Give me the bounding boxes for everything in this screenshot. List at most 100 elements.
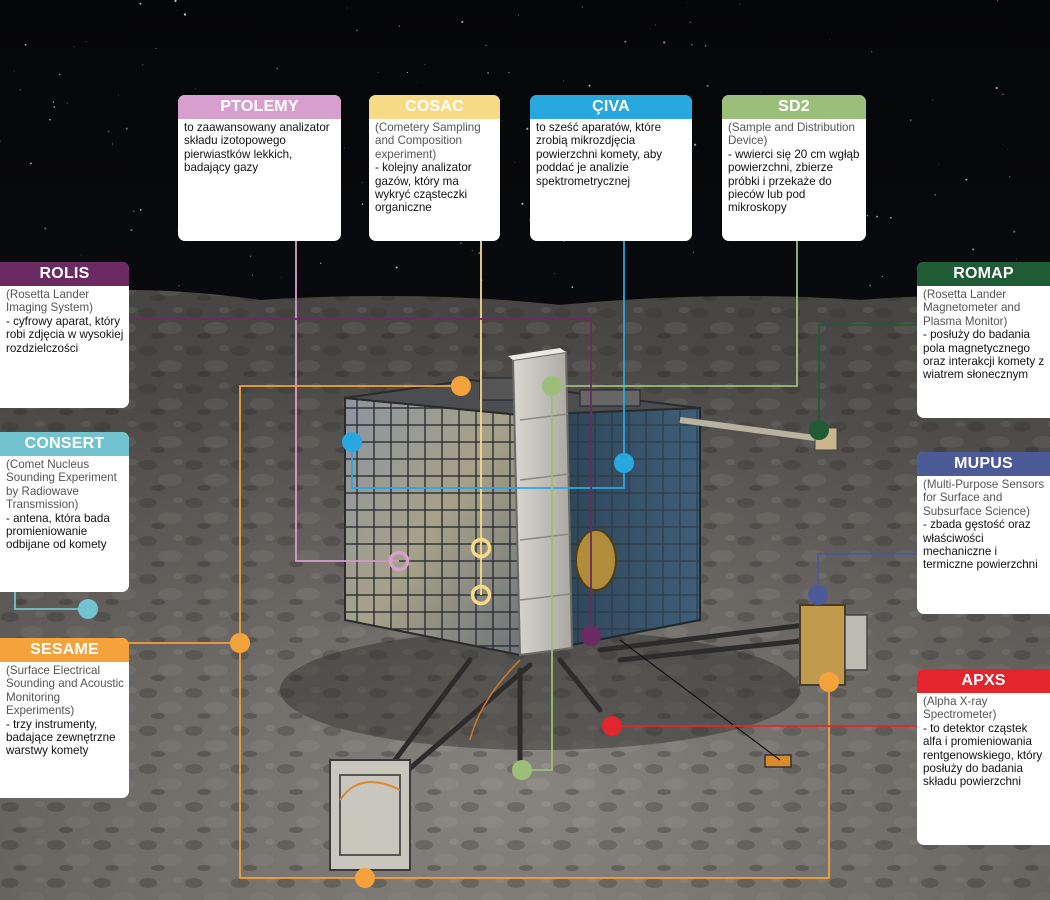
star — [471, 249, 474, 252]
civa-label: ÇIVA to sześć aparatów, które zrobią mik… — [530, 95, 692, 241]
star — [689, 21, 692, 23]
star — [932, 99, 934, 101]
sd2-label: SD2 (Sample and Distribution Device) - w… — [722, 95, 866, 241]
star — [44, 227, 47, 230]
sd2-fullname: (Sample and Distribution Device) — [728, 121, 855, 148]
star — [1007, 148, 1008, 150]
star — [485, 44, 487, 47]
star — [249, 255, 252, 258]
star — [934, 194, 936, 196]
star — [871, 51, 873, 53]
star — [461, 20, 464, 24]
star — [508, 72, 510, 74]
star — [49, 118, 51, 121]
star — [142, 64, 144, 66]
cosac-title: COSAC — [369, 95, 500, 119]
rolis-label: ROLIS (Rosetta Lander Imaging System) - … — [0, 262, 129, 408]
star — [424, 64, 426, 66]
sesame-leader-line-b — [239, 643, 830, 879]
star — [29, 162, 32, 165]
star — [361, 203, 364, 205]
star — [571, 286, 574, 288]
romap-title: ROMAP — [917, 262, 1050, 286]
star — [178, 285, 180, 287]
star — [117, 94, 119, 96]
mupus-marker — [808, 585, 828, 605]
star — [526, 127, 529, 130]
star — [58, 73, 61, 76]
rolis-description: - cyfrowy aparat, który robi zdjęcia w w… — [6, 314, 124, 355]
star — [693, 143, 697, 146]
star — [829, 39, 831, 41]
star — [251, 274, 254, 276]
star — [13, 70, 15, 72]
star — [518, 14, 520, 16]
sesame-marker-bottom — [355, 868, 375, 888]
star — [881, 275, 883, 278]
ptolemy-label: PTOLEMY to zaawansowany analizator skład… — [178, 95, 341, 241]
apxs-label: APXS (Alpha X-ray Spectrometer) - to det… — [917, 669, 1050, 845]
star — [132, 210, 135, 213]
star — [80, 255, 82, 256]
star — [183, 13, 187, 16]
star — [760, 92, 762, 94]
star — [650, 28, 651, 30]
star — [195, 87, 197, 89]
star — [972, 248, 975, 251]
lander — [329, 348, 868, 871]
star — [514, 162, 516, 164]
apxs-description: - to detektor cząstek alfa i promieniowa… — [923, 721, 1043, 789]
star — [1009, 176, 1011, 178]
mupus-description: - zbada gęstość oraz właściwości mechani… — [923, 518, 1038, 572]
consert-title: CONSERT — [0, 432, 129, 456]
star — [478, 252, 480, 254]
sesame-marker-left — [230, 633, 250, 653]
ptolemy-title: PTOLEMY — [178, 95, 341, 119]
star — [174, 0, 177, 2]
apxs-marker — [602, 716, 622, 736]
star — [343, 147, 345, 149]
rolis-fullname: (Rosetta Lander Imaging System) — [6, 288, 93, 315]
star — [125, 127, 128, 130]
consert-label: CONSERT (Comet Nucleus Sounding Experime… — [0, 432, 129, 592]
cosac-marker-2 — [470, 584, 492, 606]
romap-description: - posłuży do badania pola magnetycznego … — [923, 328, 1045, 382]
romap-leader-line — [818, 324, 917, 430]
star — [1015, 258, 1018, 260]
star — [460, 242, 462, 244]
star — [130, 228, 133, 232]
sesame-marker-right — [819, 672, 839, 692]
star — [690, 43, 693, 46]
sesame-description: - trzy instrumenty, badające zewnętrzne … — [6, 717, 116, 758]
star — [704, 45, 707, 47]
mupus-title: MUPUS — [917, 452, 1050, 476]
star — [554, 273, 555, 274]
star — [563, 80, 565, 82]
star — [276, 67, 279, 70]
ptolemy-leader-line — [295, 240, 399, 562]
star — [176, 10, 178, 12]
civa-title: ÇIVA — [530, 95, 692, 119]
cosac-marker-1 — [470, 537, 492, 559]
consert-leader-line — [14, 592, 88, 610]
civa-leader-line — [351, 240, 625, 489]
star — [739, 3, 741, 5]
romap-marker — [809, 420, 829, 440]
star — [996, 0, 999, 2]
star — [965, 178, 968, 181]
ptolemy-marker — [388, 550, 410, 572]
star — [398, 25, 400, 27]
star — [654, 24, 656, 26]
rolis-title: ROLIS — [0, 262, 129, 286]
star — [588, 84, 591, 87]
star — [85, 41, 87, 43]
star — [692, 251, 694, 253]
star — [53, 106, 56, 108]
sesame-fullname: (Surface Electrical Sounding and Acousti… — [6, 664, 124, 718]
star — [139, 2, 142, 5]
star — [346, 7, 348, 9]
star — [624, 40, 627, 43]
star — [417, 82, 418, 83]
star — [0, 140, 1, 143]
